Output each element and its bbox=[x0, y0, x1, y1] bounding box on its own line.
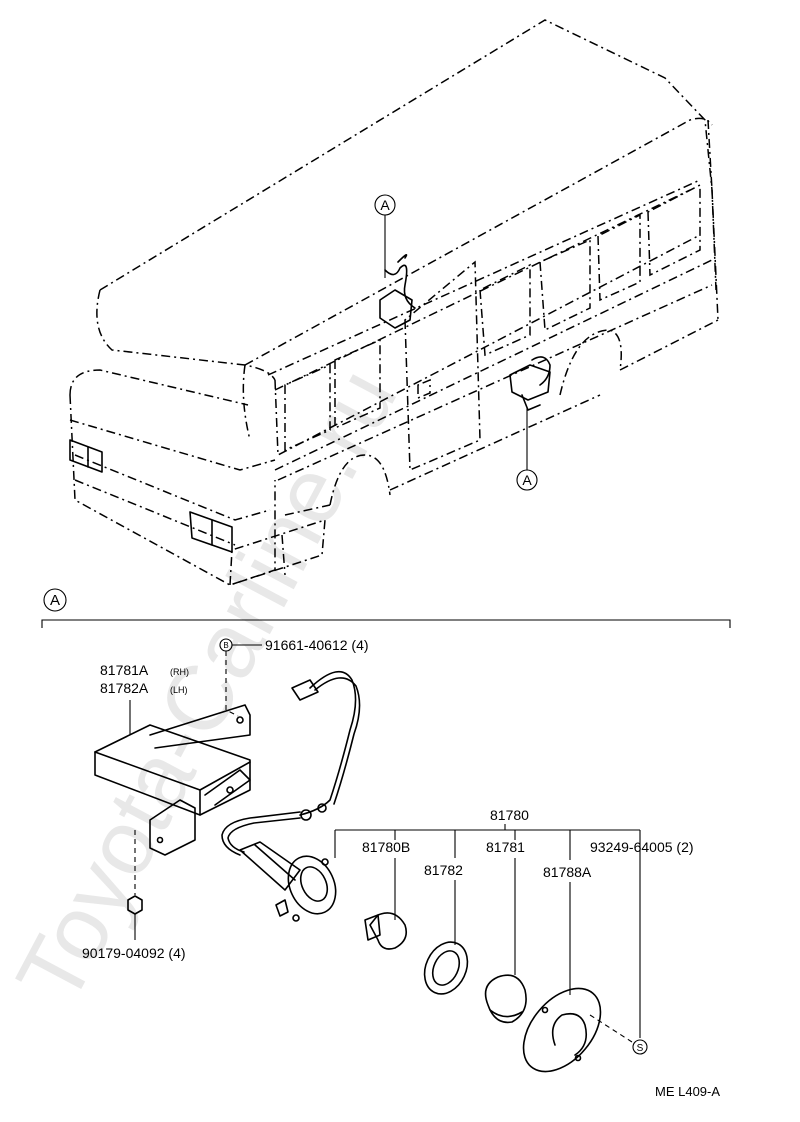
svg-text:A: A bbox=[380, 197, 390, 213]
part-81782: 81782 bbox=[424, 862, 463, 878]
part-81781: 81781 bbox=[486, 839, 525, 855]
svg-text:S: S bbox=[637, 1043, 644, 1054]
bulb bbox=[364, 912, 408, 950]
callout-a-lower: A bbox=[516, 408, 538, 491]
lamp-bracket bbox=[94, 704, 251, 856]
part-90179: 90179-04092 (4) bbox=[82, 945, 186, 961]
lamp-cover bbox=[522, 987, 602, 1073]
part-91661: 91661-40612 (4) bbox=[265, 637, 369, 653]
callout-91661: B 91661-40612 (4) bbox=[219, 637, 369, 717]
gasket bbox=[423, 941, 469, 995]
kit-bracket-81780: 81780 bbox=[334, 807, 641, 1038]
svg-text:A: A bbox=[522, 472, 532, 488]
part-81788A: 81788A bbox=[543, 864, 592, 880]
part-93249: 93249-64005 (2) bbox=[590, 839, 694, 855]
svg-text:A: A bbox=[50, 592, 60, 609]
svg-text:B: B bbox=[223, 641, 228, 650]
callout-90179: 90179-04092 (4) bbox=[82, 830, 186, 961]
lens bbox=[484, 974, 527, 1024]
part-81782A-side: (LH) bbox=[170, 685, 188, 695]
wire-harness bbox=[221, 670, 361, 856]
part-81781A-side: (RH) bbox=[170, 667, 189, 677]
callout-a-upper: A bbox=[374, 194, 396, 278]
detail-a-header: A bbox=[41, 588, 731, 628]
figure-code: ME L409-A bbox=[655, 1084, 720, 1099]
part-81780B: 81780B bbox=[362, 839, 410, 855]
callout-s: S bbox=[589, 1014, 648, 1055]
part-81782A: 81782A bbox=[100, 680, 149, 696]
part-81780: 81780 bbox=[490, 807, 529, 823]
lamp-socket bbox=[239, 841, 337, 922]
part-81781A: 81781A bbox=[100, 662, 149, 678]
van-body-illustration bbox=[69, 19, 719, 587]
